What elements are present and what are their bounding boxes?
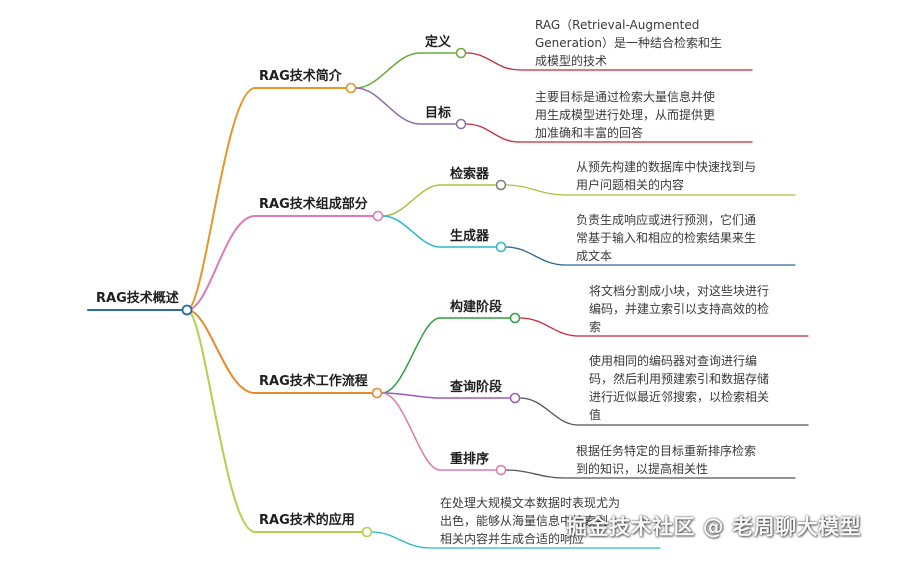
connector-root-workflow	[186, 309, 374, 394]
node-definition[interactable]	[455, 47, 467, 59]
generator-desc-line: 常基于输入和相应的检索结果来生	[576, 231, 757, 245]
definition-desc-line: Generation）是一种结合检索和生	[535, 36, 722, 50]
generator-desc: 负责生成响应或进行预测，它们通 常基于输入和相应的检索结果来生 成文本	[576, 211, 756, 265]
connector-workflow-rerank	[381, 392, 498, 471]
build-label: 构建阶段	[450, 300, 503, 315]
retriever-label: 检索器	[450, 167, 490, 182]
watermark: 掘金技术社区 @ 老周聊大模型	[566, 515, 862, 539]
connector-query-desc	[519, 397, 809, 426]
application-label: RAG技术的应用	[259, 513, 355, 528]
query-desc: 使用相同的编码器对查询进行编 码，然后利用预建索引和数据存储 进行近似最近邻搜索…	[589, 352, 769, 424]
goal-desc: 主要目标是通过检索大量信息并使 用生成模型进行处理，从而提供更 加准确和丰富的回…	[535, 88, 715, 142]
application-desc: 在处理大规模文本数据时表现尤为 出色，能够从海量信息中检索到 相关内容并生成合适…	[440, 494, 620, 548]
connector-build-desc	[519, 317, 809, 337]
node-workflow[interactable]	[371, 387, 383, 399]
retriever-desc-line: 用户问题相关的内容	[576, 178, 685, 192]
retriever-desc-line: 从预先构建的数据库中快速找到与	[576, 160, 757, 174]
rerank-label: 重排序	[450, 452, 490, 467]
node-build[interactable]	[509, 312, 521, 324]
workflow-label: RAG技术工作流程	[259, 374, 368, 389]
connector-workflow-build	[381, 317, 512, 394]
rerank-desc-line: 根据任务特定的目标重新排序检索	[576, 444, 757, 458]
connector-root-intro	[186, 87, 348, 311]
definition-desc-line: 成模型的技术	[535, 54, 608, 68]
application-desc-line: 在处理大规模文本数据时表现尤为	[440, 496, 621, 510]
query-desc-line: 进行近似最近邻搜索，以检索相关	[589, 390, 770, 404]
retriever-desc: 从预先构建的数据库中快速找到与 用户问题相关的内容	[576, 158, 756, 194]
generator-desc-line: 负责生成响应或进行预测，它们通	[576, 213, 757, 227]
build-desc-line: 将文档分割成小块，对这些块进行	[589, 284, 770, 298]
connector-intro-definition	[355, 52, 458, 89]
query-desc-line: 使用相同的编码器对查询进行编	[589, 354, 758, 368]
connector-root-application	[186, 309, 364, 533]
definition-label: 定义	[425, 35, 452, 50]
connector-retriever-desc	[505, 184, 796, 196]
node-components[interactable]	[372, 210, 384, 222]
definition-desc: RAG（Retrieval-Augmented Generation）是一种结合…	[535, 16, 722, 70]
connector-workflow-query	[381, 392, 512, 399]
build-desc-line: 编码，并建立索引以支持高效的检	[589, 302, 770, 316]
query-desc-line: 值	[589, 408, 602, 422]
node-retriever[interactable]	[495, 179, 507, 191]
rerank-desc: 根据任务特定的目标重新排序检索 到的知识，以提高相关性	[576, 442, 756, 478]
query-desc-line: 码，然后利用预建索引和数据存储	[589, 372, 770, 386]
goal-desc-line: 用生成模型进行处理，从而提供更	[535, 108, 716, 122]
connector-intro-goal	[355, 87, 458, 125]
goal-desc-line: 加准确和丰富的回答	[535, 126, 644, 140]
connector-definition-desc	[465, 52, 753, 71]
components-label: RAG技术组成部分	[259, 197, 368, 212]
goal-label: 目标	[425, 106, 452, 121]
node-rerank[interactable]	[495, 464, 507, 476]
connector-components-generator	[382, 215, 498, 248]
definition-desc-line: RAG（Retrieval-Augmented	[535, 18, 700, 32]
connector-generator-desc	[505, 246, 796, 266]
generator-label: 生成器	[450, 229, 490, 244]
application-desc-line: 相关内容并生成合适的响应	[440, 532, 585, 546]
connector-application-desc	[371, 531, 661, 549]
connector-root-components	[186, 215, 375, 311]
node-root[interactable]	[181, 304, 193, 316]
generator-desc-line: 成文本	[576, 249, 613, 263]
application-desc-line: 出色，能够从海量信息中检索到	[440, 514, 609, 528]
rerank-desc-line: 到的知识，以提高相关性	[576, 462, 709, 476]
query-label: 查询阶段	[450, 380, 503, 395]
node-query[interactable]	[509, 392, 521, 404]
node-goal[interactable]	[455, 118, 467, 130]
intro-label: RAG技术简介	[259, 69, 342, 84]
node-application[interactable]	[361, 526, 373, 538]
goal-desc-line: 主要目标是通过检索大量信息并使	[535, 90, 716, 104]
build-desc: 将文档分割成小块，对这些块进行 编码，并建立索引以支持高效的检 索	[589, 282, 769, 336]
connector-components-retriever	[382, 184, 498, 217]
node-generator[interactable]	[495, 241, 507, 253]
connector-goal-desc	[465, 123, 753, 143]
node-intro[interactable]	[345, 82, 357, 94]
connector-rerank-desc	[505, 469, 796, 479]
build-desc-line: 索	[589, 320, 602, 334]
root-label: RAG技术概述	[96, 291, 179, 306]
